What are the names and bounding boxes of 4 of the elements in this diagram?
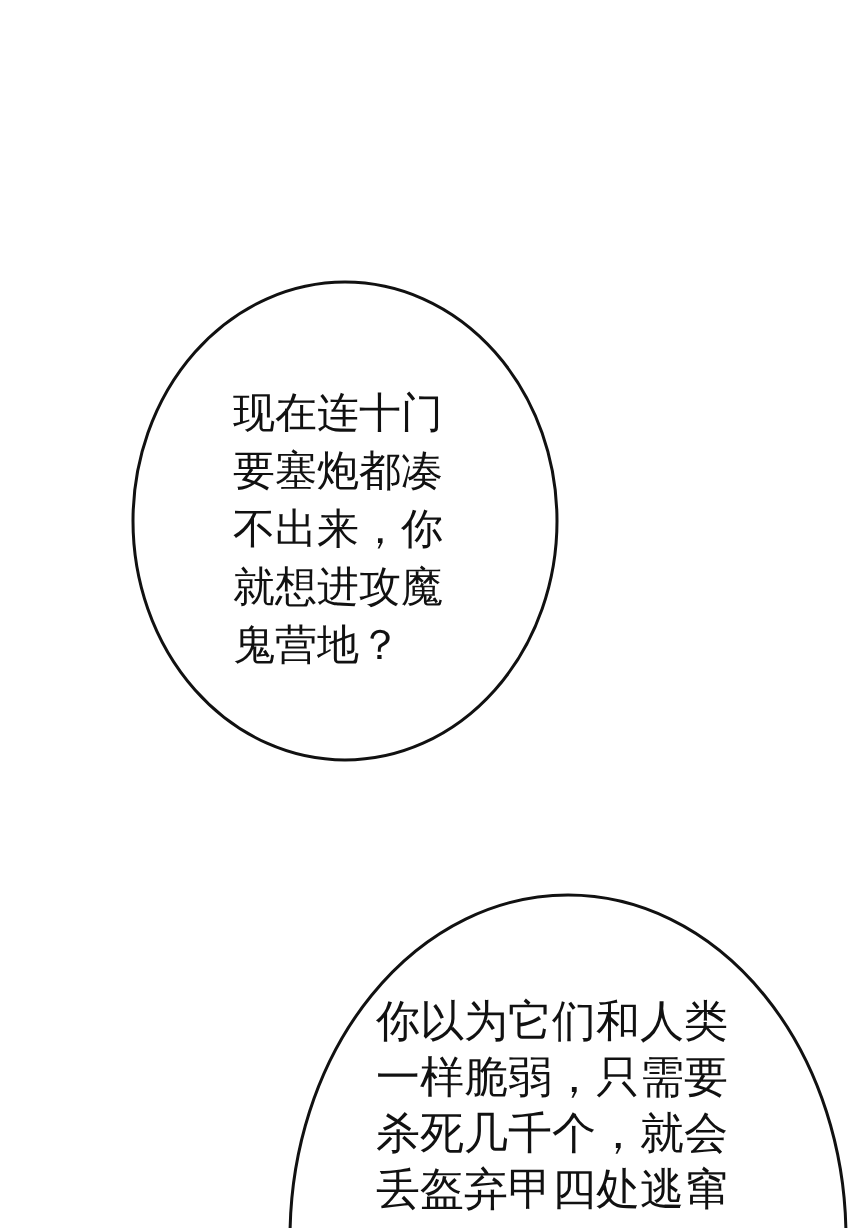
speech-bubble (288, 893, 850, 1228)
speech-bubble (131, 280, 559, 764)
dialogue-text: 现在连十门要塞炮都凑不出来，你就想进攻魔鬼营地？ (233, 387, 444, 671)
dialogue-text: 你以为它们和人类一样脆弱，只需要杀死几千个，就会丢盔弃甲四处逃窜 (376, 994, 729, 1216)
